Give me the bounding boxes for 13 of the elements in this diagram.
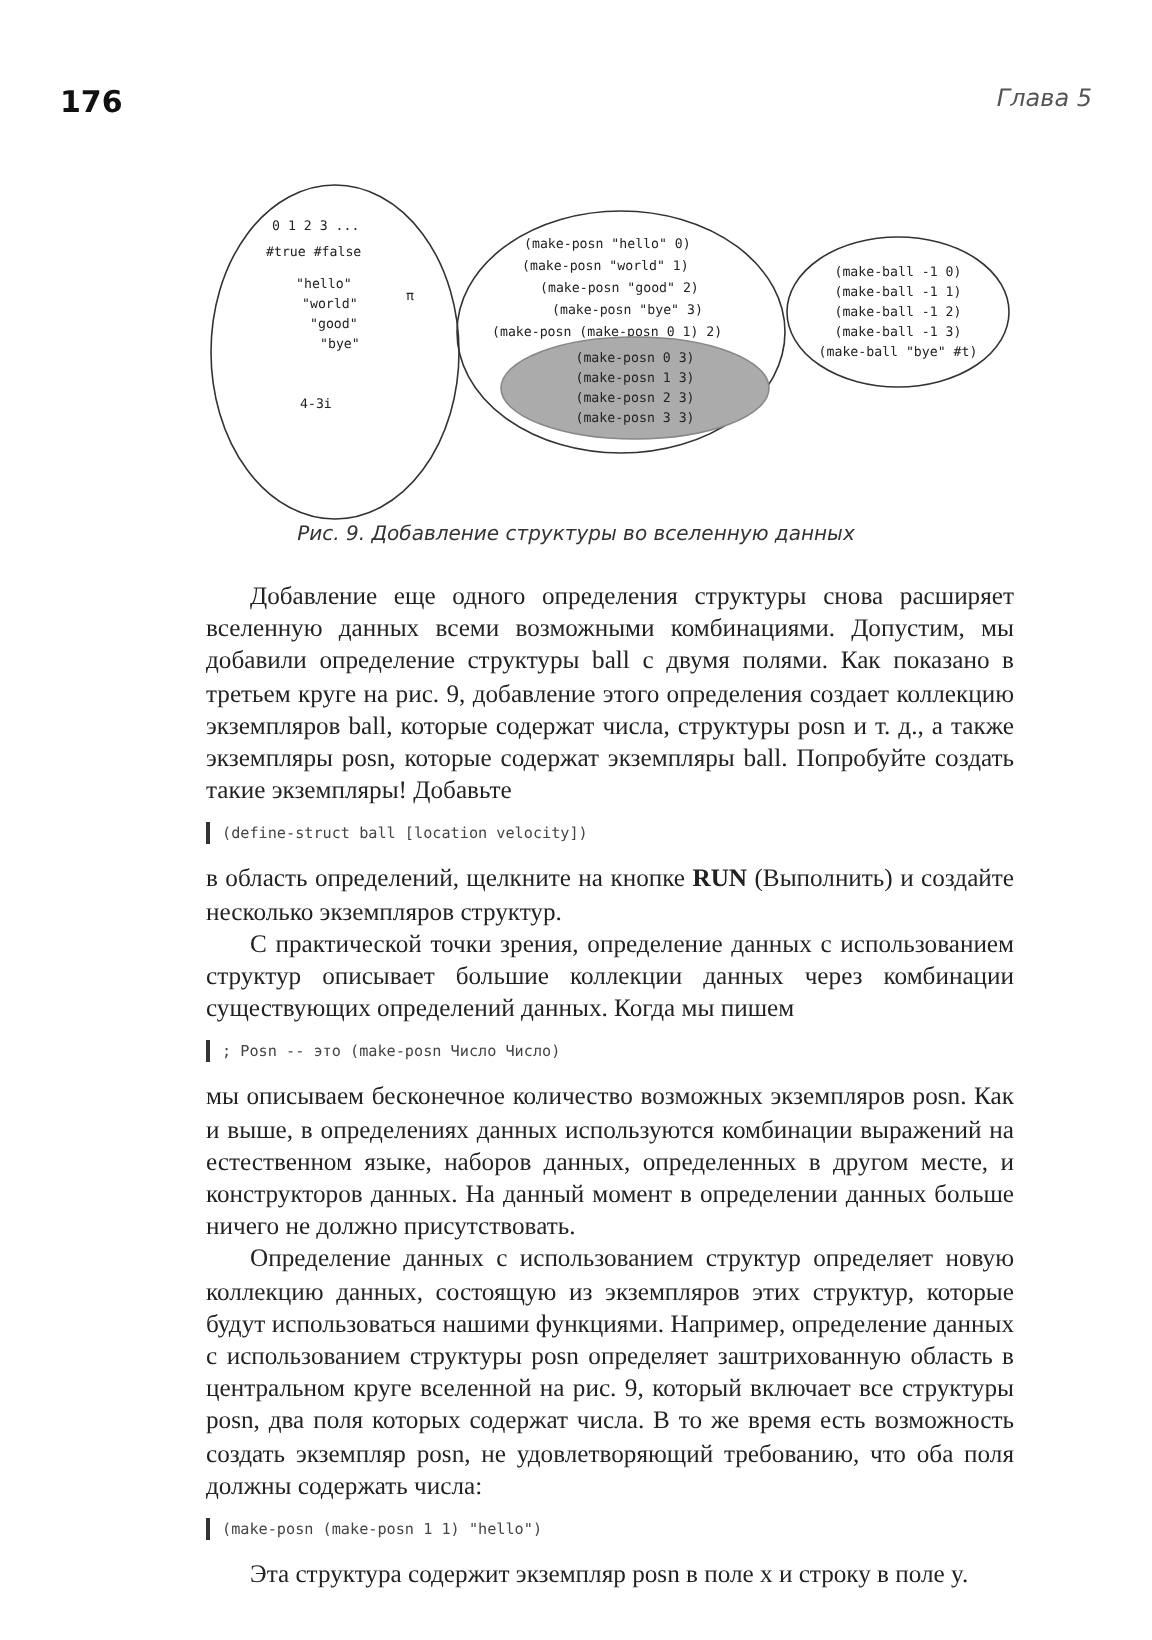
set-ellipse (456, 210, 786, 454)
paragraph: Определение данных с использованием структур определяет новую коллекцию данных, состоящую из экземпляров этих структур, которые будут использоваться нашими функциями. Например, определение данных с использованием структуры posn определяет заштрихованную область в центральном круге вселенной на рис. 9, который включает все структуры posn, два поля которых содержат числа. В то же время есть возможность создать экземпляр posn, не удовлетворяющий требованию, что оба поля должны содержать числа: (206, 1242, 1014, 1503)
set-ellipse (210, 184, 460, 520)
page-number: 176 (60, 84, 123, 120)
paragraph: С практической точки зрения, определение данных с использованием структур описывает большие коллекции данных через комбинации существующих определений данных. Когда мы пишем (206, 927, 1014, 1025)
chapter-header: Глава 5 (996, 84, 1092, 112)
shaded-region (500, 336, 770, 440)
paragraph: мы описываем бесконечное количество возможных экземпляров posn. Как и выше, в определениях данных используются комбинации выражений на естественном языке, наборов данных, определенных в другом месте, и конструкторов данных. На данный момент в определении данных больше ничего не должно присутствовать. (206, 1080, 1014, 1243)
set-ellipse (786, 236, 1010, 388)
paragraph: Добавление еще одного определения структуры снова расширяет вселенную данных всеми возможными комбинациями. Допустим, мы добавили определение структуры ball с двумя полями. Как показано в третьем круге на рис. 9, добавление этого определения создает коллекцию экземпляров ball, которые содержат числа, структуры posn и т. д., а также экземпляры posn, которые содержат экземпляры ball. Попробуйте создать такие экземпляры! Добавьте (206, 580, 1014, 807)
paragraph: в область определений, щелкните на кнопке RUN (Выполнить) и создайте несколько экземпляров структур. (206, 862, 1014, 928)
paragraph: Эта структура содержит экземпляр posn в поле x и строку в поле y. (248, 1558, 971, 1591)
figure-caption: Рис. 9. Добавление структуры во вселенную данных (295, 524, 857, 546)
